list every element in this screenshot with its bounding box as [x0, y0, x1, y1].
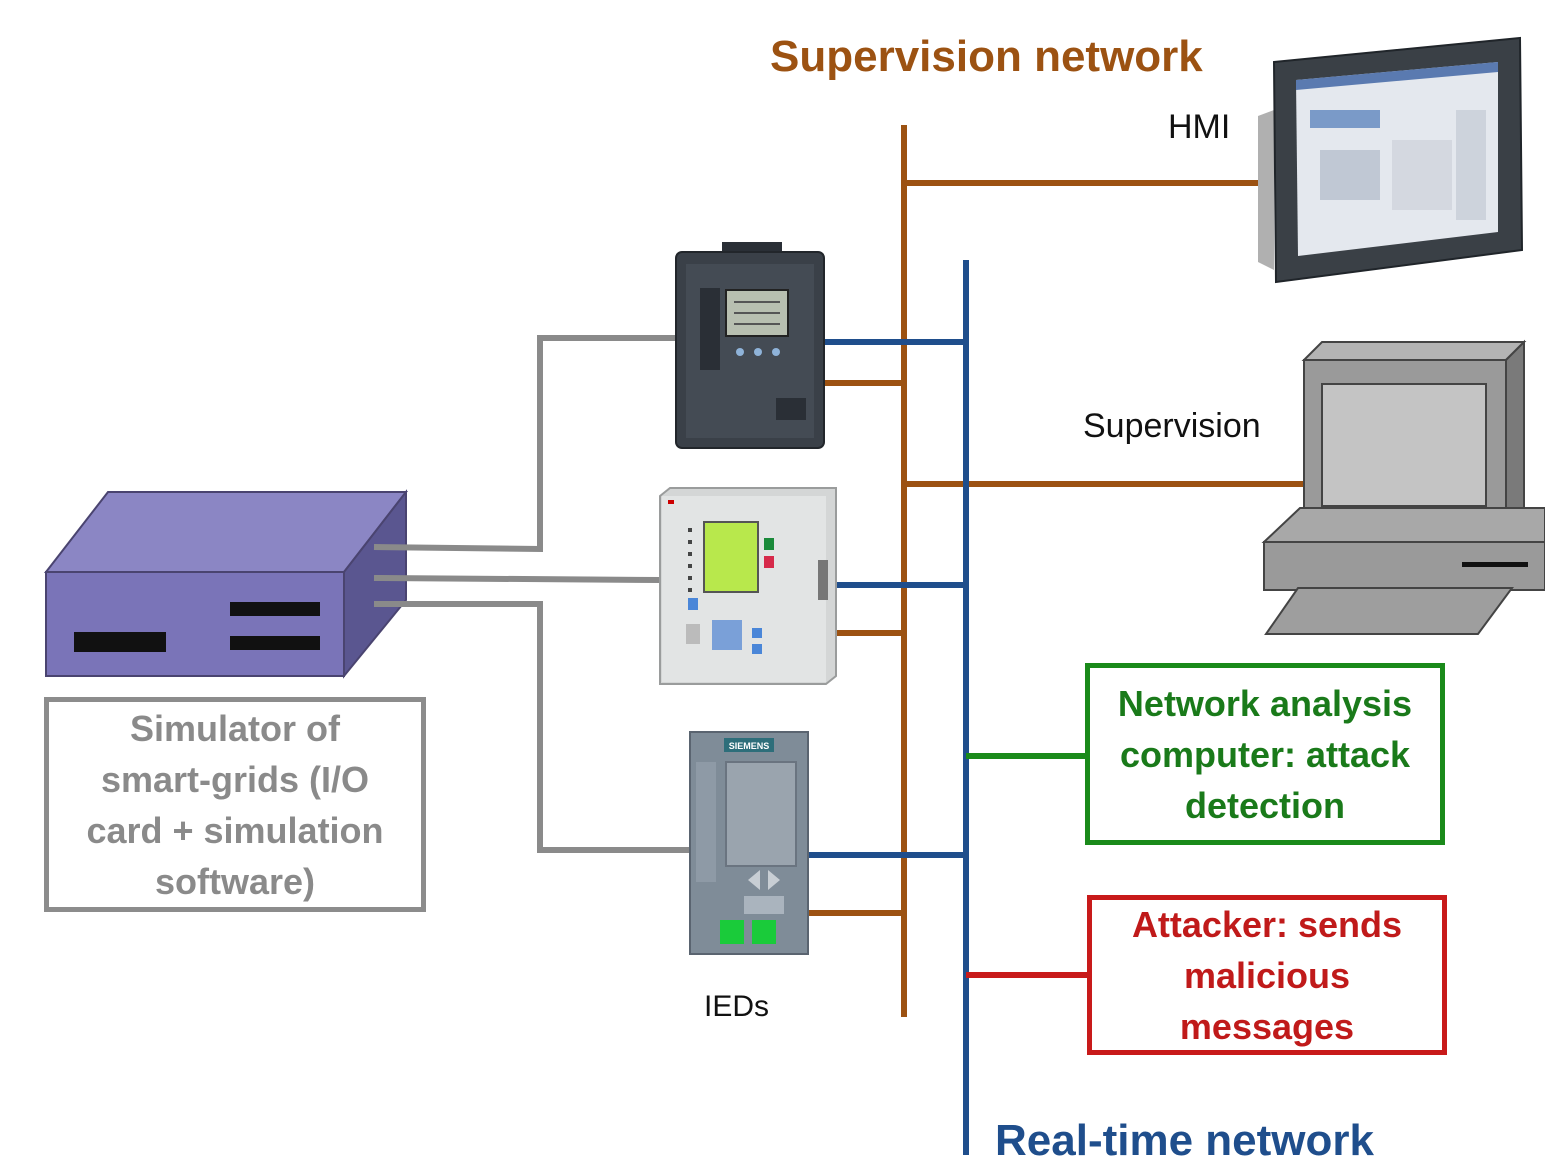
- ieds-label: IEDs: [704, 990, 770, 1023]
- siemens-brand-label: SIEMENS: [729, 741, 770, 751]
- simulator-links: [373, 335, 690, 853]
- supervision-computer: [1261, 339, 1545, 635]
- realtime-network-lines: [808, 260, 969, 1155]
- simulator-device: [43, 489, 409, 679]
- supervision-network-title: Supervision network: [770, 32, 1203, 81]
- attacker-line-2: malicious: [1183, 954, 1351, 996]
- attacker-box: Attacker: sends malicious messages: [1087, 895, 1447, 1055]
- supervision-label: Supervision: [1083, 407, 1261, 445]
- simulator-line-2: smart-grids (I/O: [100, 758, 370, 800]
- ied-device-3: [689, 731, 809, 955]
- network-analysis-line-1: Network analysis: [1117, 682, 1413, 724]
- hmi-label: HMI: [1168, 108, 1231, 146]
- attacker-line-3: messages: [1179, 1005, 1355, 1047]
- simulator-line-4: software): [154, 860, 316, 902]
- ied-device-2: [659, 487, 837, 685]
- ied-device-1: [675, 242, 825, 449]
- simulator-line-1: Simulator of: [129, 707, 340, 749]
- simulator-line-3: card + simulation: [86, 809, 384, 851]
- supervision-network-lines: [808, 125, 1308, 1017]
- network-analysis-line-3: detection: [1184, 784, 1345, 826]
- attacker-line-1: Attacker: sends: [1131, 903, 1403, 945]
- network-analysis-line-2: computer: attack: [1119, 733, 1411, 775]
- simulator-label-box: Simulator of smart-grids (I/O card + sim…: [44, 697, 426, 912]
- network-analysis-box: Network analysis computer: attack detect…: [1085, 663, 1445, 845]
- realtime-network-title: Real-time network: [995, 1116, 1374, 1165]
- hmi-device: [1258, 36, 1524, 284]
